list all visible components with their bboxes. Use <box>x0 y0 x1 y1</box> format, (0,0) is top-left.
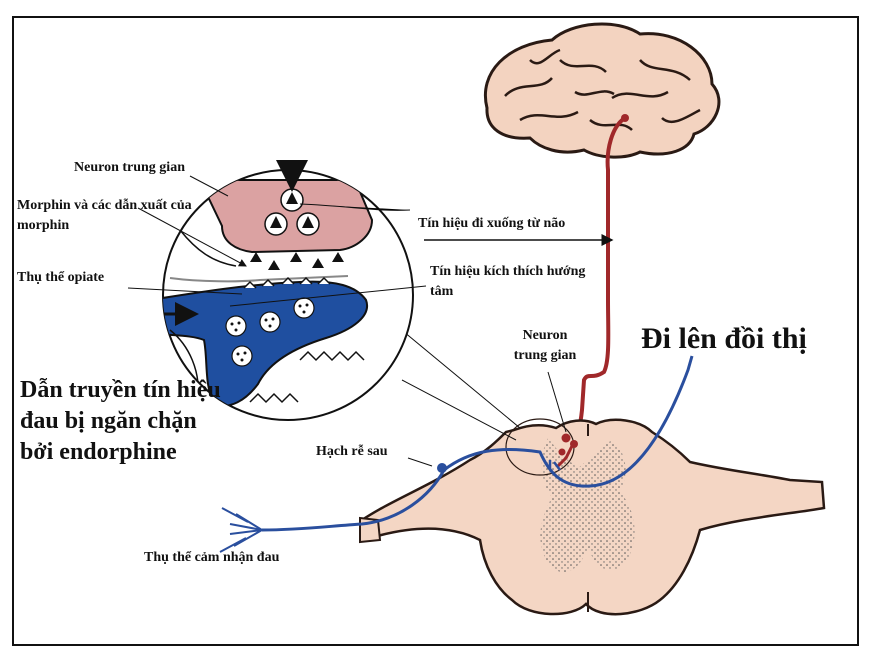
figure-frame <box>12 16 859 646</box>
label-descending-signal: Tín hiệu đi xuống từ não <box>418 216 566 231</box>
label-interneuron-top: Neuron trung gian <box>74 160 185 175</box>
label-afferent-signal: Tín hiệu kích thích hướng tâm <box>430 264 586 299</box>
label-dorsal-root-ganglion: Hạch rễ sau <box>316 444 388 459</box>
cord-interneuron <box>548 433 578 471</box>
spinal-cord <box>359 418 826 616</box>
brain-gyri <box>504 48 701 131</box>
ganglion-cell-body <box>437 463 447 473</box>
morphine-molecules <box>250 252 344 270</box>
afferent-pathway <box>261 355 694 532</box>
label-interneuron-cord: Neuron trung gian <box>513 328 577 363</box>
blue-vesicles <box>225 297 315 367</box>
label-to-thalamus: Đi lên đồi thị <box>641 322 807 355</box>
label-morphine: Morphin và các dẫn xuất của morphin <box>17 198 192 233</box>
pain-receptor-endings <box>219 507 263 553</box>
morphine-vesicles <box>264 188 320 236</box>
zoom-leader-lines <box>391 321 521 441</box>
synapse-zoom <box>162 160 414 421</box>
grey-matter <box>540 438 635 573</box>
label-opiate-receptor: Thụ thể opiate <box>17 270 105 285</box>
presynaptic-terminal <box>198 179 374 254</box>
brain <box>484 22 721 159</box>
label-pain-receptor: Thụ thể cảm nhận đau <box>144 550 280 565</box>
label-blocked-by-endorphine: Dẫn truyền tín hiệu đau bị ngăn chặn bởi… <box>20 377 221 465</box>
opiate-receptors <box>243 276 331 289</box>
